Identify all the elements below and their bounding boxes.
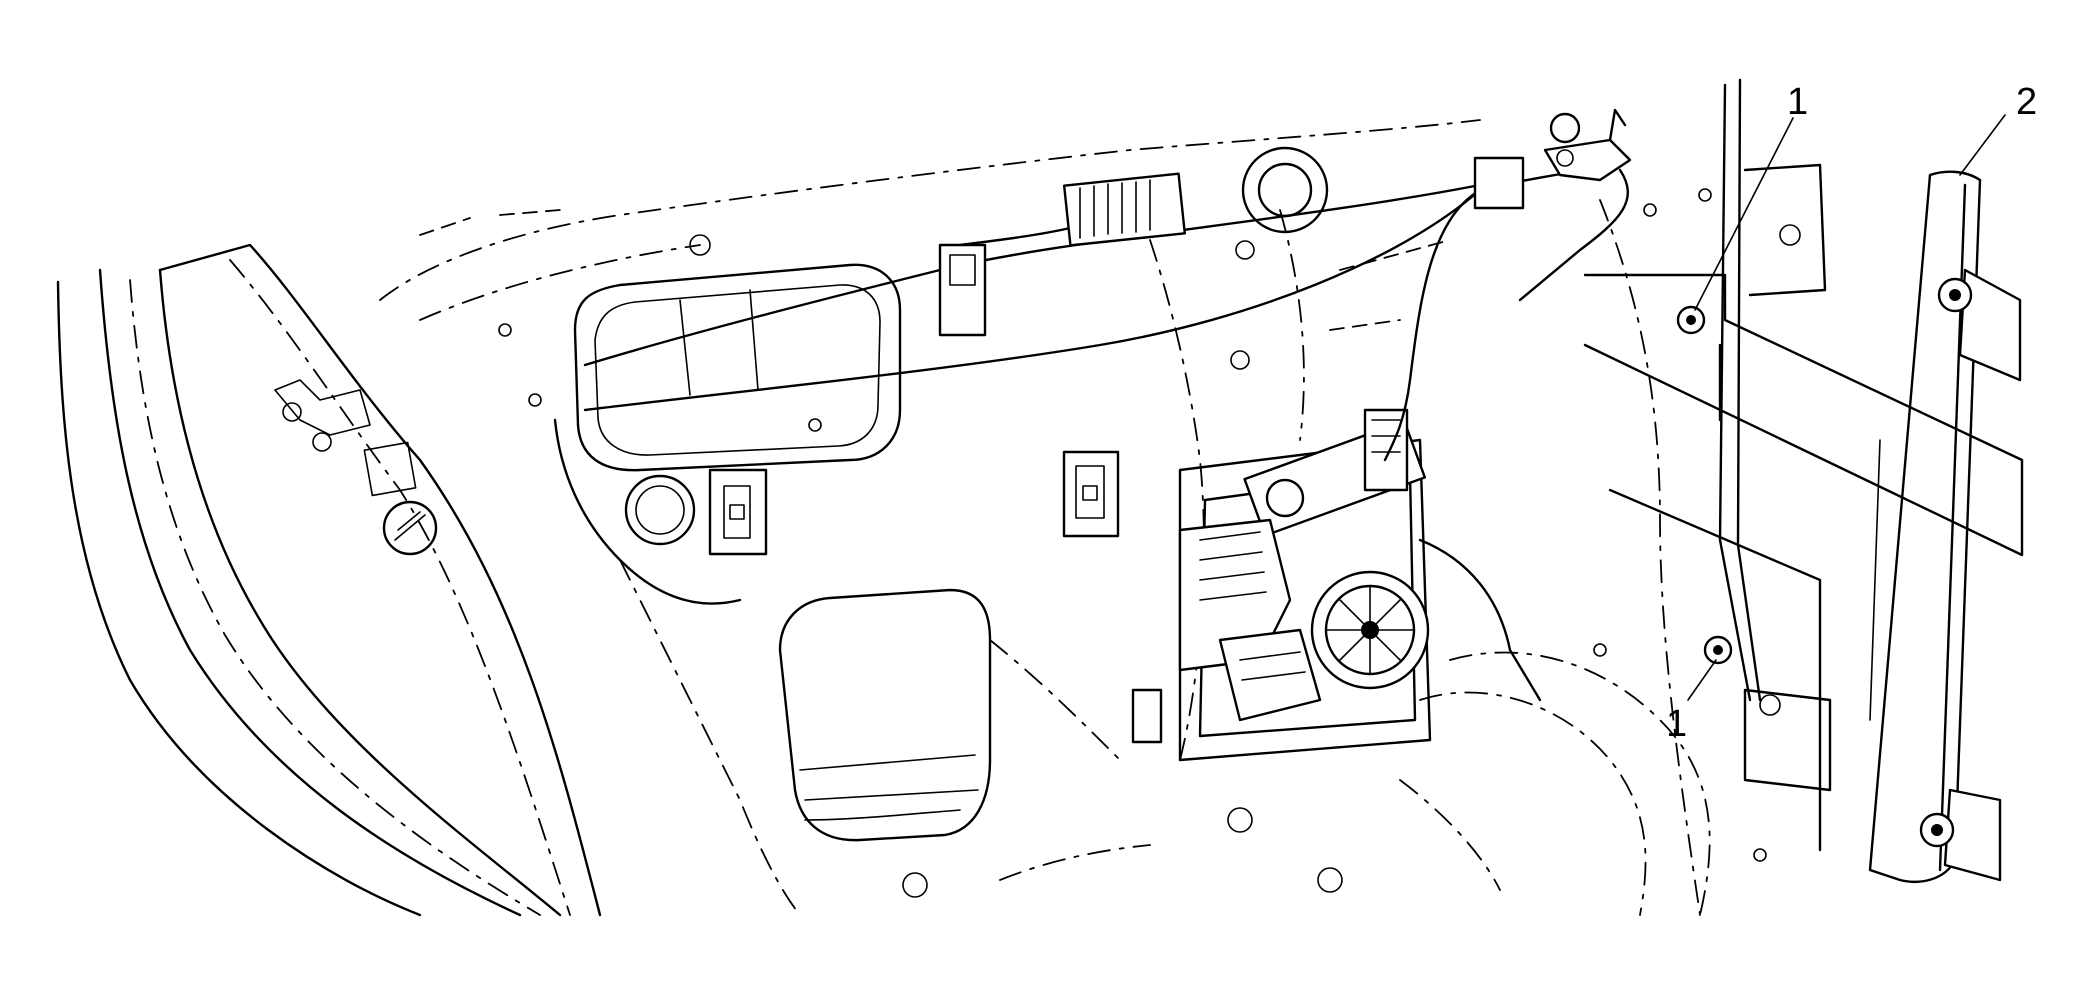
callout-1-upper: 1: [1787, 81, 1808, 123]
body-pillar: [56, 209, 602, 917]
wiring-harness: [583, 108, 1632, 462]
leader-1b: [1687, 659, 1717, 701]
window-glass-and-channel: [1583, 78, 2024, 883]
fasteners: [498, 188, 1767, 898]
callout-leaders: [1687, 114, 2006, 701]
leader-1a: [1694, 117, 1794, 311]
callout-1-lower: 1: [1666, 703, 1687, 745]
callout-2: 2: [2016, 81, 2037, 123]
leader-2: [1959, 114, 2006, 176]
callout-labels: 1 1 2: [1666, 81, 2037, 745]
door-inner-panel: [379, 119, 1711, 916]
